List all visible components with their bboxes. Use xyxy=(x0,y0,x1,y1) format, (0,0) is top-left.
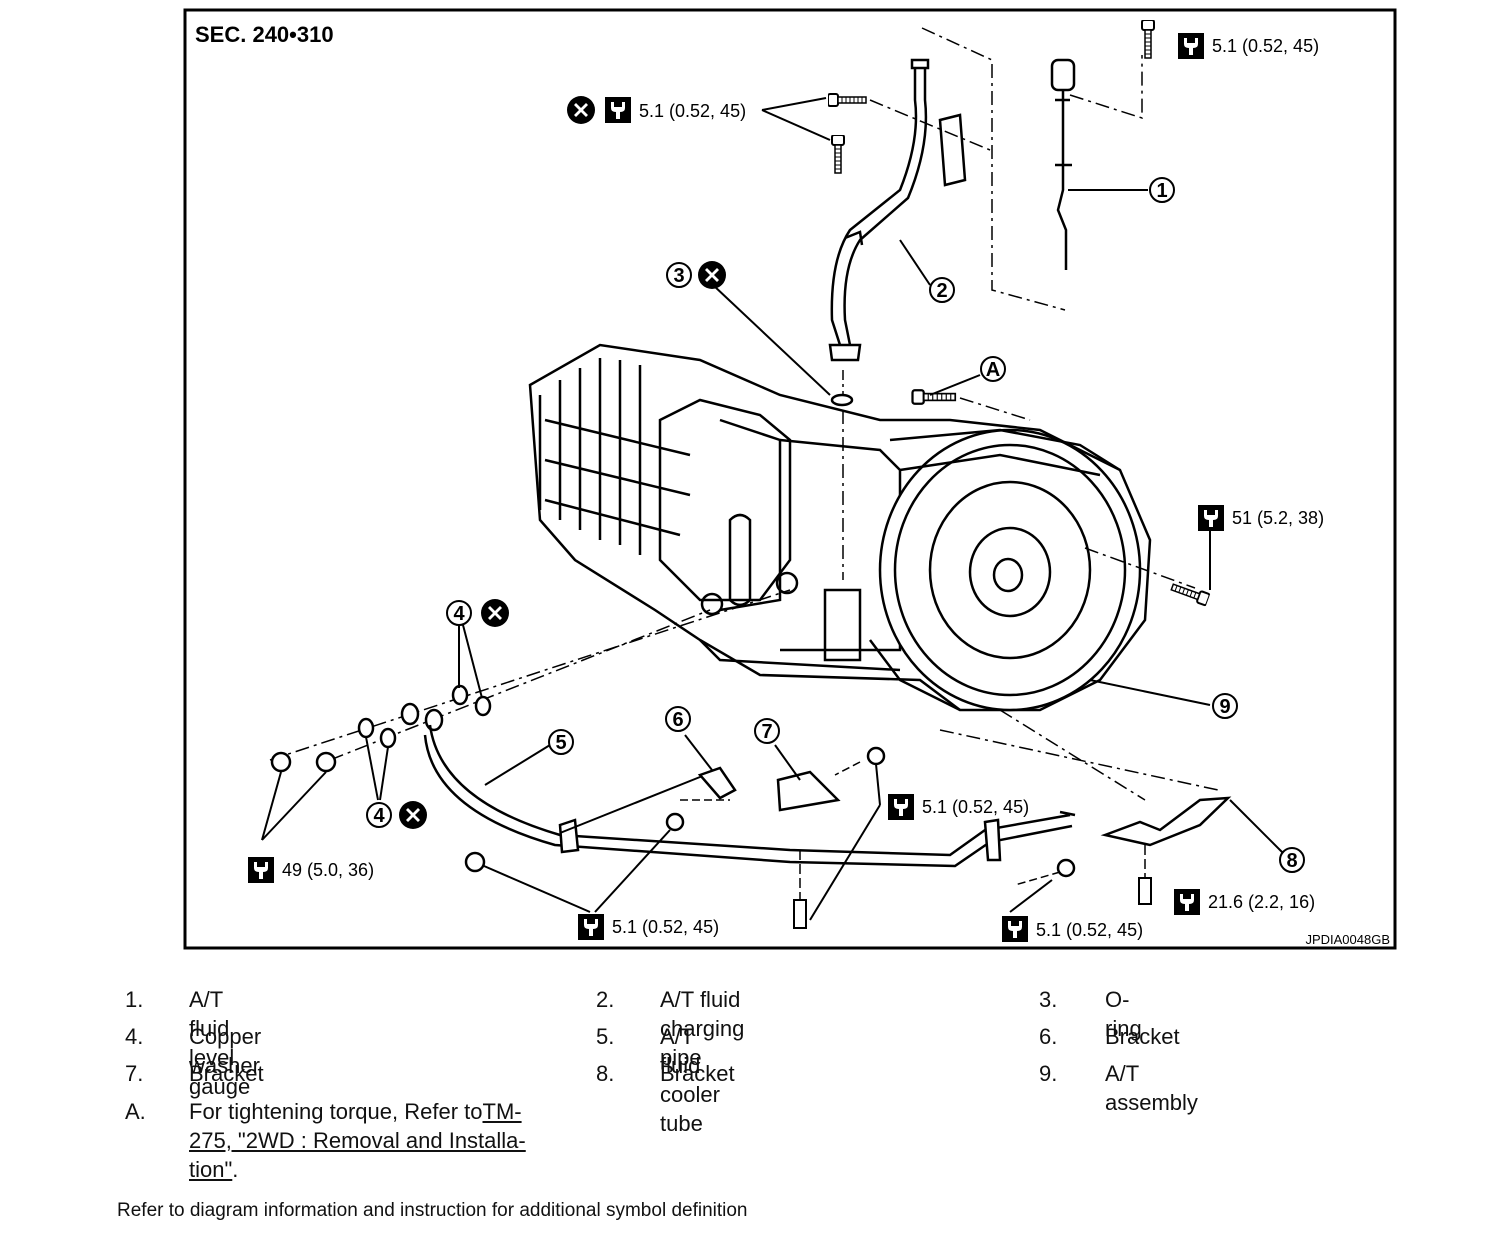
chain-line xyxy=(1069,55,1143,120)
callout-4-bottom: 4 xyxy=(366,802,392,828)
torque-label: 5.1 (0.52, 45) xyxy=(612,917,719,937)
fluid-level-gauge xyxy=(1050,58,1076,270)
legend-text: Bracket xyxy=(1105,1024,1180,1049)
replace-icon xyxy=(399,801,427,829)
fluid-charging-pipe xyxy=(828,58,967,407)
svg-text:2: 2 xyxy=(936,280,947,302)
torque-wrench-icon xyxy=(248,857,274,883)
legend-text: A/T fluid cooler tube xyxy=(660,1024,720,1136)
callout-1: 1 xyxy=(1149,177,1175,203)
legend-text: A/T assembly xyxy=(1105,1061,1198,1115)
torque-wrench-icon xyxy=(1178,33,1204,59)
torque-label: 5.1 (0.52, 45) xyxy=(639,101,746,121)
callout-2: 2 xyxy=(929,277,955,303)
torque-label: 5.1 (0.52, 45) xyxy=(1036,920,1143,940)
section-label: SEC. 240•310 xyxy=(195,22,334,47)
chain-line xyxy=(921,27,1066,311)
svg-text:7: 7 xyxy=(761,721,772,743)
callout-7: 7 xyxy=(754,718,780,744)
callout-3: 3 xyxy=(666,262,692,288)
bracket-8 xyxy=(1100,796,1232,847)
diagram-frame xyxy=(183,8,1397,950)
torque-reference-link[interactable]: 275, "2WD : Removal and Installa- xyxy=(189,1128,526,1153)
torque-wrench-icon xyxy=(1002,916,1028,942)
legend-text: Bracket xyxy=(660,1061,735,1086)
replace-icon xyxy=(698,261,726,289)
legend-num: 6. xyxy=(1039,1024,1058,1049)
callout-5: 5 xyxy=(548,729,574,755)
svg-text:A: A xyxy=(986,359,1000,381)
legend-text: A/T fluid level gauge xyxy=(189,987,251,1099)
svg-text:3: 3 xyxy=(673,265,684,287)
leader-line xyxy=(712,284,831,396)
legend-num: 1. xyxy=(125,987,144,1012)
svg-text:8: 8 xyxy=(1286,850,1297,872)
svg-text:6: 6 xyxy=(672,709,683,731)
callout-9: 9 xyxy=(1212,693,1238,719)
bracket-7 xyxy=(776,770,841,812)
callout-a: A xyxy=(980,356,1006,382)
note-letter: A. xyxy=(125,1099,146,1124)
exploded-diagram: SEC. 240•310 JPDIA0048GB xyxy=(183,8,1397,950)
replace-icon xyxy=(567,96,595,124)
svg-text:4: 4 xyxy=(373,805,385,827)
torque-wrench-icon xyxy=(605,97,631,123)
legend-num: 7. xyxy=(125,1061,144,1086)
torque-label: 21.6 (2.2, 16) xyxy=(1208,892,1315,912)
legend-num: 8. xyxy=(596,1061,615,1086)
torque-label: 51 (5.2, 38) xyxy=(1232,508,1324,528)
callout-6: 6 xyxy=(665,706,691,732)
torque-wrench-icon xyxy=(578,914,604,940)
svg-text:5: 5 xyxy=(555,732,566,754)
callout-4-top: 4 xyxy=(446,600,472,626)
legend-num: 9. xyxy=(1039,1061,1058,1086)
legend-num: 4. xyxy=(125,1024,144,1049)
bracket-6 xyxy=(697,766,737,800)
leader-line xyxy=(899,239,931,286)
svg-text:1: 1 xyxy=(1156,180,1167,202)
legend-text: Bracket xyxy=(189,1061,264,1086)
legend-num: 5. xyxy=(596,1024,615,1049)
torque-reference-link[interactable]: TM- xyxy=(482,1099,522,1124)
torque-wrench-icon xyxy=(1198,505,1224,531)
replace-icon xyxy=(481,599,509,627)
legend-text: Copper washer xyxy=(189,1024,262,1078)
torque-reference-link[interactable]: tion" xyxy=(189,1157,233,1182)
diagram-code: JPDIA0048GB xyxy=(1305,932,1390,947)
legend-text: O-ring xyxy=(1105,987,1142,1041)
svg-text:4: 4 xyxy=(453,603,465,625)
torque-wrench-icon xyxy=(888,794,914,820)
legend-num: 3. xyxy=(1039,987,1058,1012)
note-text: For tightening torque, Refer toTM-275, "… xyxy=(189,1099,526,1182)
svg-text:9: 9 xyxy=(1219,696,1230,718)
torque-label: 5.1 (0.52, 45) xyxy=(922,797,1029,817)
copper-washers xyxy=(357,684,492,749)
torque-label: 49 (5.0, 36) xyxy=(282,860,374,880)
callout-8: 8 xyxy=(1279,847,1305,873)
legend-text: A/T fluid charging pipe xyxy=(660,987,745,1070)
footer-note: Refer to diagram information and instruc… xyxy=(117,1200,748,1221)
fluid-cooler-tube xyxy=(423,724,1076,868)
torque-label: 5.1 (0.52, 45) xyxy=(1212,36,1319,56)
at-assembly xyxy=(528,343,1152,712)
legend-num: 2. xyxy=(596,987,615,1012)
torque-wrench-icon xyxy=(1174,889,1200,915)
